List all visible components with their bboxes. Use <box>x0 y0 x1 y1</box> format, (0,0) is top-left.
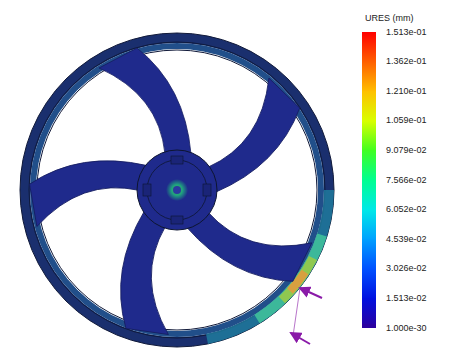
legend-value: 1.210e-01 <box>386 87 427 96</box>
color-bar-segment <box>362 210 376 240</box>
legend-value: 6.052e-02 <box>386 205 427 214</box>
legend-value: 1.059e-01 <box>386 116 427 125</box>
color-bar-segment <box>362 62 376 92</box>
legend-value: 1.513e-01 <box>386 28 427 37</box>
color-bar-segment <box>362 32 376 62</box>
color-bar-segment <box>362 150 376 180</box>
legend-value: 1.000e-30 <box>386 324 427 333</box>
color-bar-segment <box>362 180 376 210</box>
legend-value: 3.026e-02 <box>386 264 427 273</box>
legend-value: 1.513e-02 <box>386 294 427 303</box>
color-bar-segment <box>362 239 376 269</box>
legend-value: 1.362e-01 <box>386 57 427 66</box>
color-bar-segment <box>362 324 376 328</box>
color-bar-segment <box>362 91 376 121</box>
legend-value: 9.079e-02 <box>386 146 427 155</box>
legend-value: 4.539e-02 <box>386 235 427 244</box>
color-bar-segment <box>362 269 376 299</box>
legend-title: URES (mm) <box>365 14 414 23</box>
color-bar-segment <box>362 121 376 151</box>
legend-value: 7.566e-02 <box>386 176 427 185</box>
